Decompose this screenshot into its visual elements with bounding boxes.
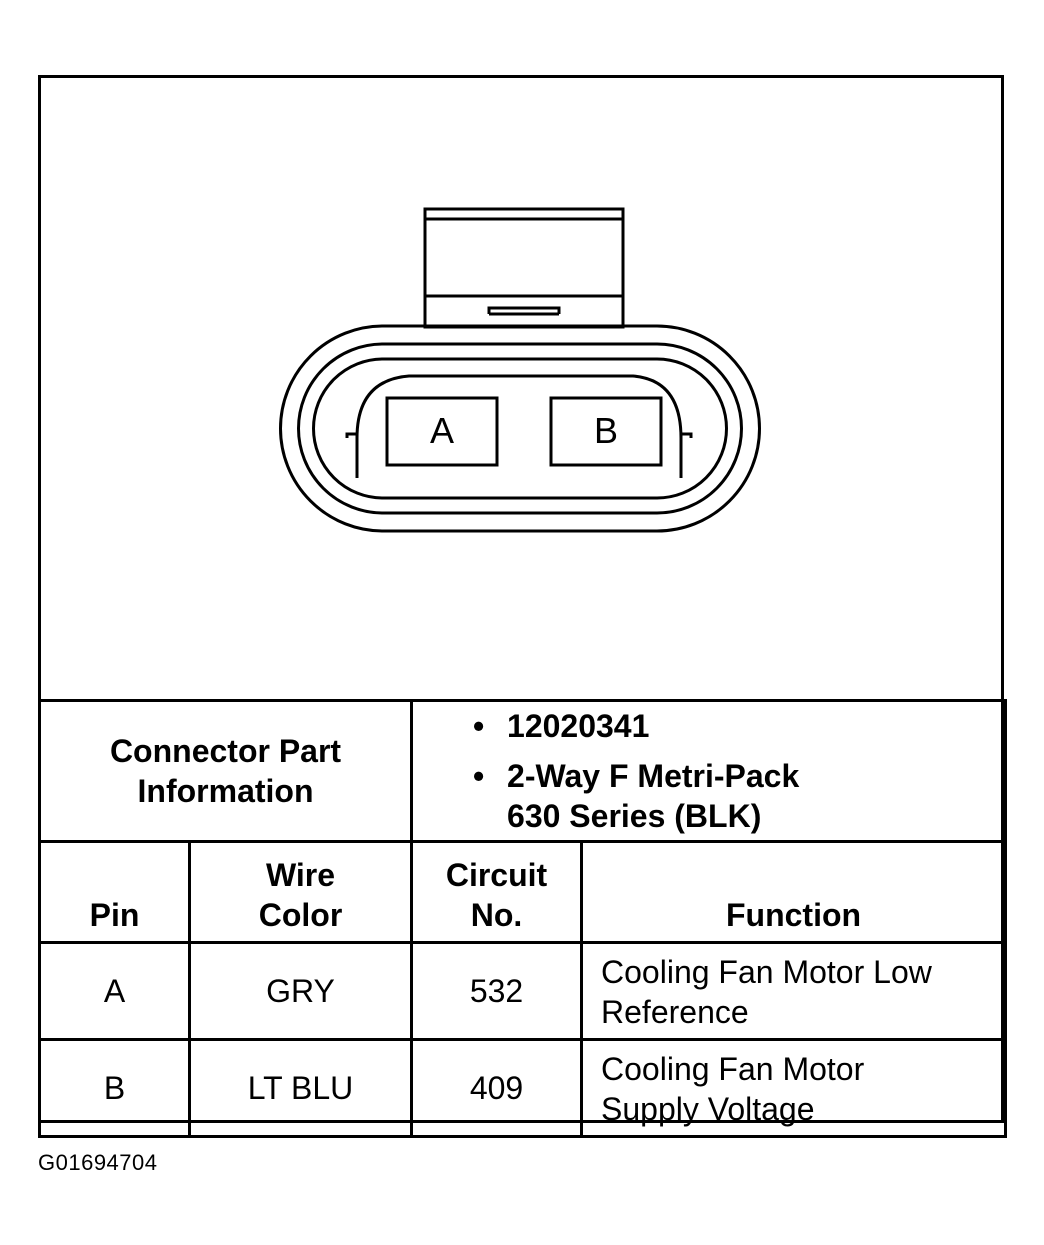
cell-wire-color: LT BLU [187, 1038, 414, 1138]
part-description: 2-Way F Metri-Pack 630 Series (BLK) [473, 756, 1004, 836]
connector-latch [423, 207, 625, 329]
table-row: B LT BLU 409 Cooling Fan Motor Supply Vo… [38, 1038, 1008, 1138]
cell-function: Cooling Fan Motor Low Reference [580, 941, 1008, 1041]
pin-label-b: B [594, 410, 618, 451]
cell-pin: A [38, 941, 191, 1041]
pin-cavity-b: B [549, 396, 663, 467]
cell-wire-color: GRY [187, 941, 414, 1041]
header-circuit-no: Circuit No. [410, 840, 584, 944]
part-info-label: Connector Part Information [37, 699, 414, 843]
diagram-frame: A B Connector Part Information 12020341 [37, 75, 1008, 1138]
pin-cavity-a: A [385, 396, 499, 467]
connector-face-drawing: A B [279, 207, 761, 533]
part-number: 12020341 [473, 706, 1004, 746]
part-info-row: Connector Part Information 12020341 2-Wa… [37, 699, 1008, 843]
part-info-list: 12020341 2-Way F Metri-Pack 630 Series (… [473, 706, 1004, 836]
cell-function: Cooling Fan Motor Supply Voltage [580, 1038, 1008, 1138]
connector-diagram: A B [41, 78, 1001, 700]
table-row: A GRY 532 Cooling Fan Motor Low Referenc… [38, 941, 1008, 1041]
cell-pin: B [38, 1038, 191, 1138]
cell-circuit: 409 [410, 1038, 584, 1138]
pin-label-a: A [430, 410, 454, 451]
cell-circuit: 532 [410, 941, 584, 1041]
connector-info-table: Connector Part Information 12020341 2-Wa… [37, 699, 1008, 1138]
header-function: Function [580, 840, 1008, 944]
header-pin: Pin [38, 840, 191, 944]
header-row: Pin Wire Color Circuit No. Function [38, 840, 1008, 944]
part-info-values: 12020341 2-Way F Metri-Pack 630 Series (… [410, 699, 1008, 843]
connector-housing [279, 324, 761, 533]
header-wire-color: Wire Color [187, 840, 414, 944]
figure-id: G01694704 [38, 1150, 158, 1175]
